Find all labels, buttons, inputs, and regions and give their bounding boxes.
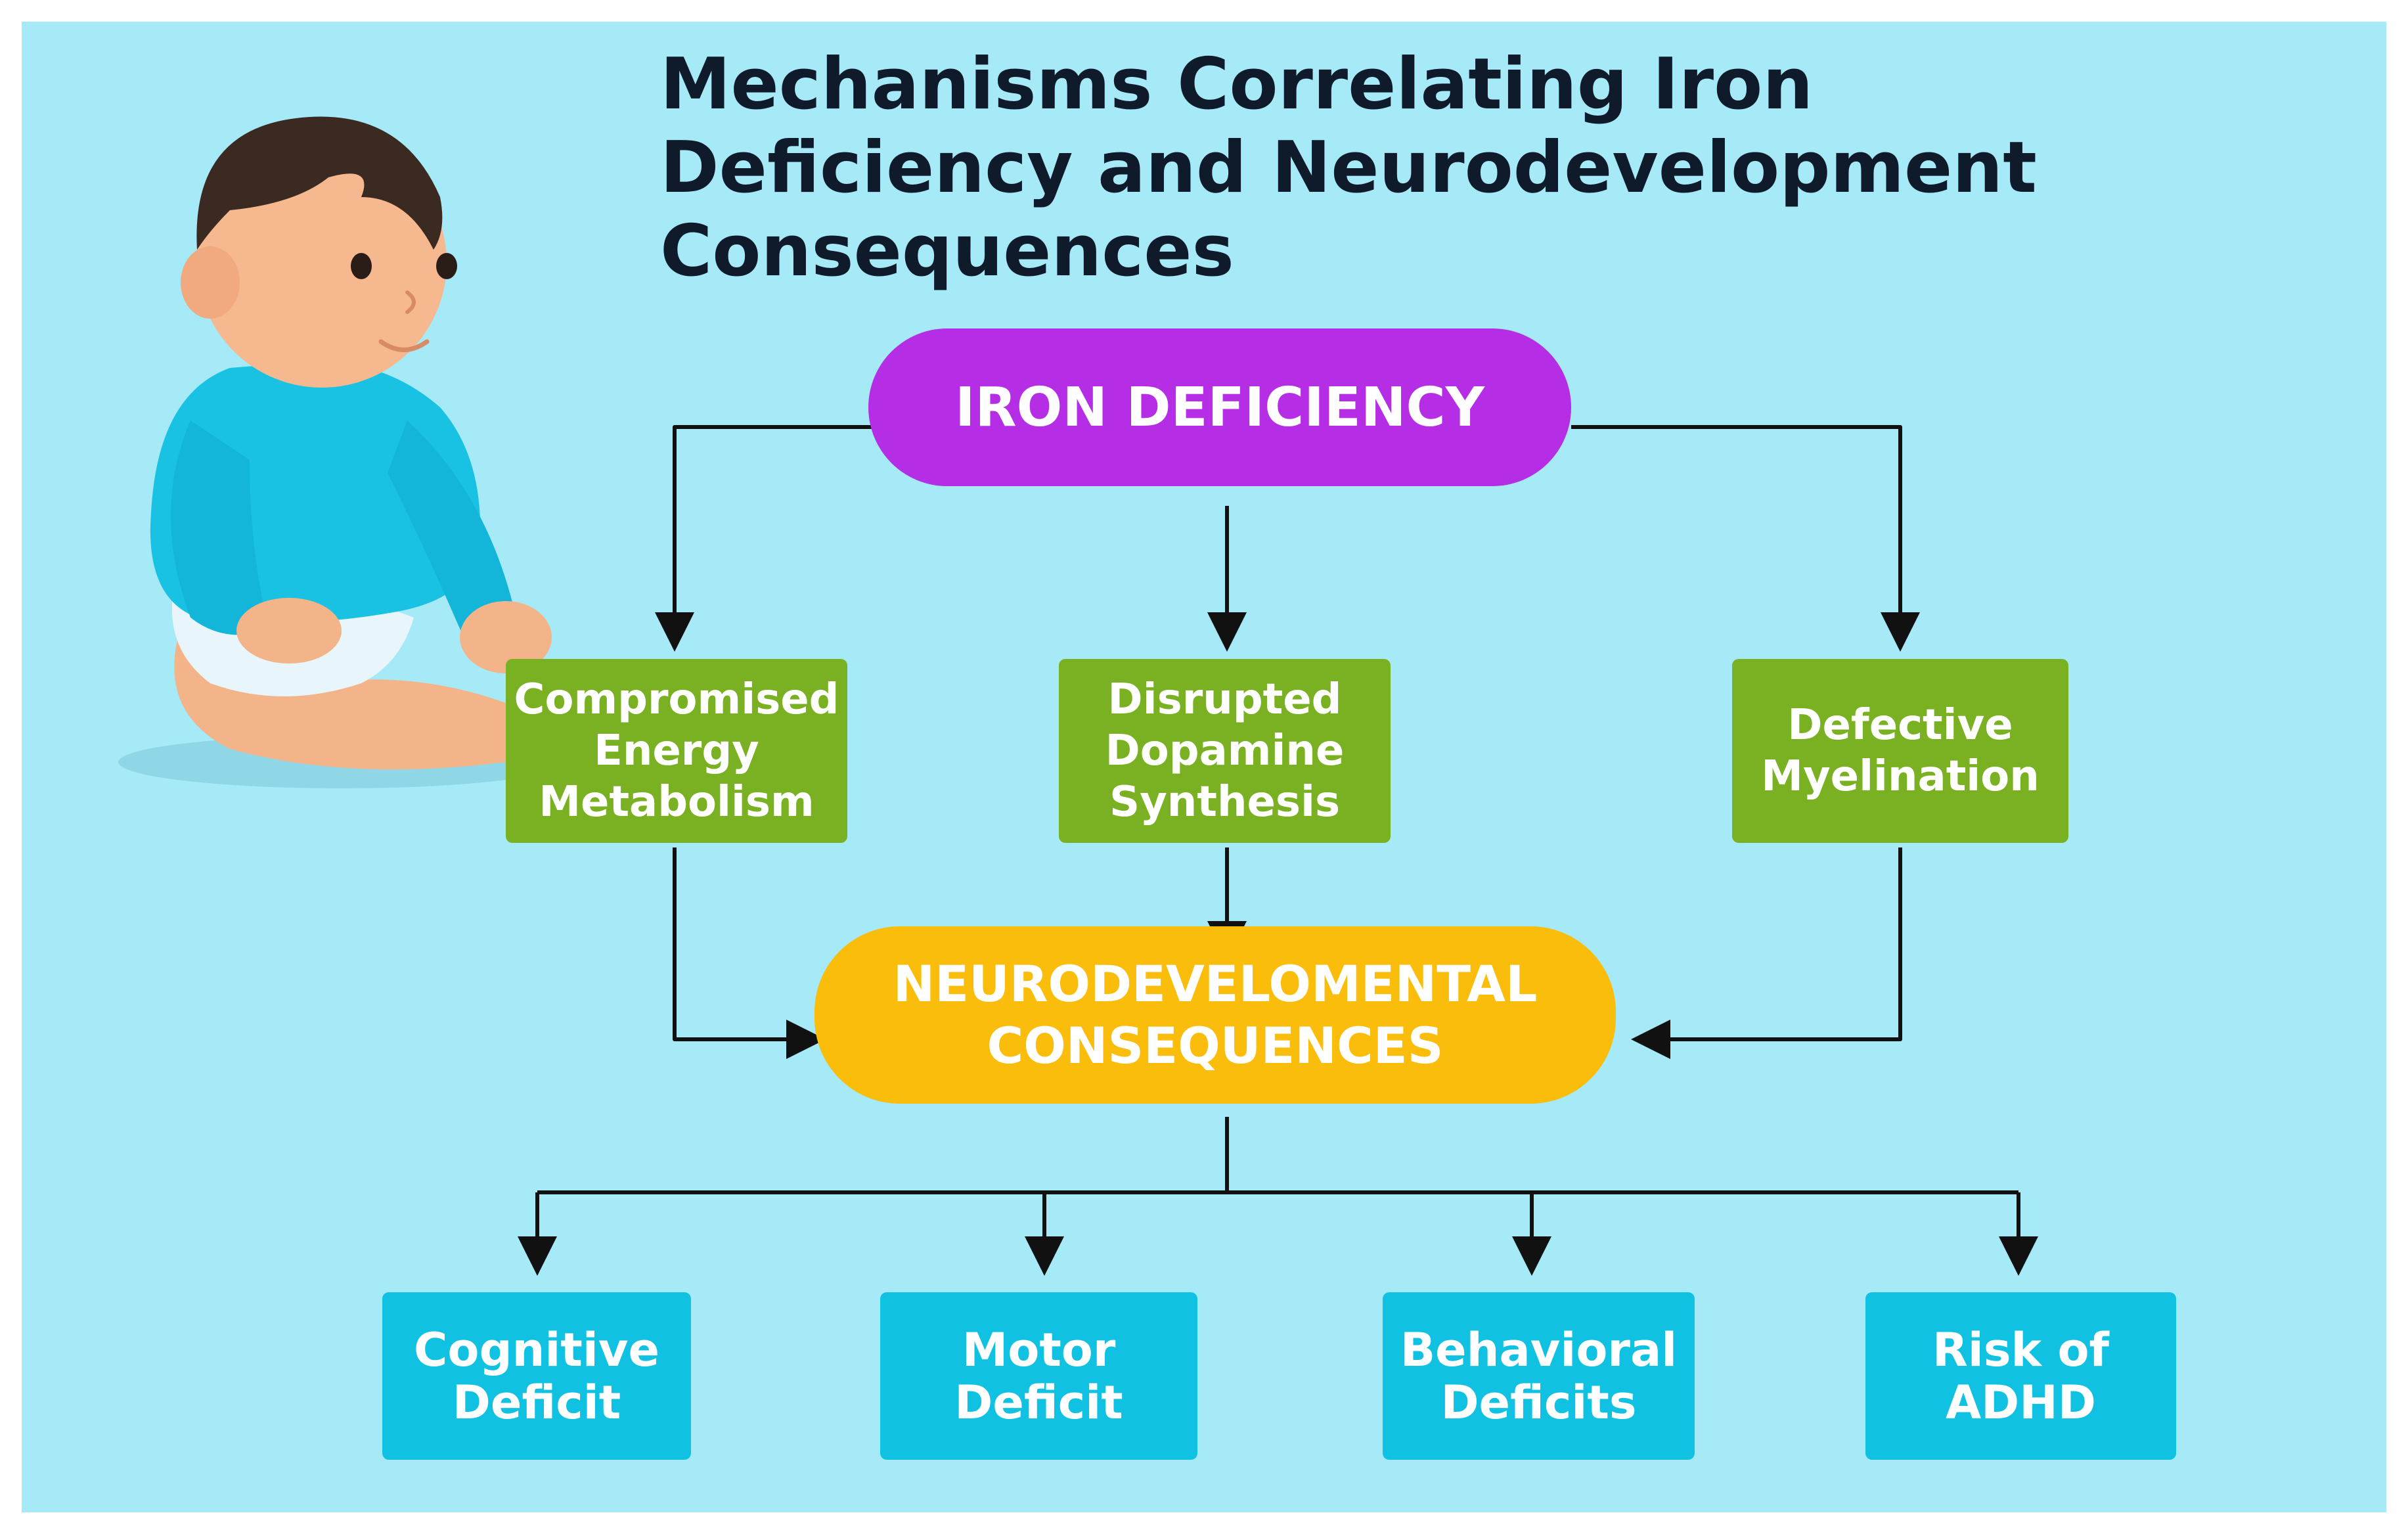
- diagram-title: Mechanisms Correlating Iron Deficiency a…: [660, 43, 2037, 292]
- arrow-myelination-to-hub: [1631, 847, 1902, 1059]
- baby-nose: [405, 290, 416, 314]
- mechanism-myelination: Defective Myelination: [1732, 659, 2068, 843]
- arrow-iron-to-myelination: [1571, 425, 1920, 652]
- baby-right-arm: [388, 420, 519, 648]
- outcome-motor-deficit: Motor Deficit: [880, 1292, 1197, 1460]
- baby-left-hand: [236, 598, 342, 664]
- arrow-iron-to-energy: [655, 425, 888, 652]
- baby-left-eye: [351, 253, 372, 279]
- baby-left-arm: [171, 420, 269, 635]
- arrow-energy-to-hub: [673, 847, 826, 1059]
- mechanism-energy-metabolism: Compromised Energy Metabolism: [506, 659, 847, 843]
- iron-deficiency-node: IRON DEFICIENCY: [868, 328, 1571, 486]
- baby-illustration: [118, 116, 565, 788]
- baby-right-hand: [460, 601, 552, 673]
- baby-right-eye: [436, 253, 457, 279]
- mechanism-dopamine-synthesis: Disrupted Dopamine Synthesis: [1059, 659, 1391, 843]
- outcome-behavioral-deficits: Behavioral Deficits: [1383, 1292, 1695, 1460]
- outcome-cognitive-deficit: Cognitive Deficit: [382, 1292, 691, 1460]
- outcome-risk-of-adhd: Risk of ADHD: [1865, 1292, 2176, 1460]
- baby-ear: [181, 246, 240, 319]
- baby-hair: [196, 116, 443, 250]
- neurodevelopmental-consequences-node: NEURODEVELOMENTAL CONSEQUENCES: [814, 926, 1616, 1104]
- baby-mouth: [378, 339, 430, 352]
